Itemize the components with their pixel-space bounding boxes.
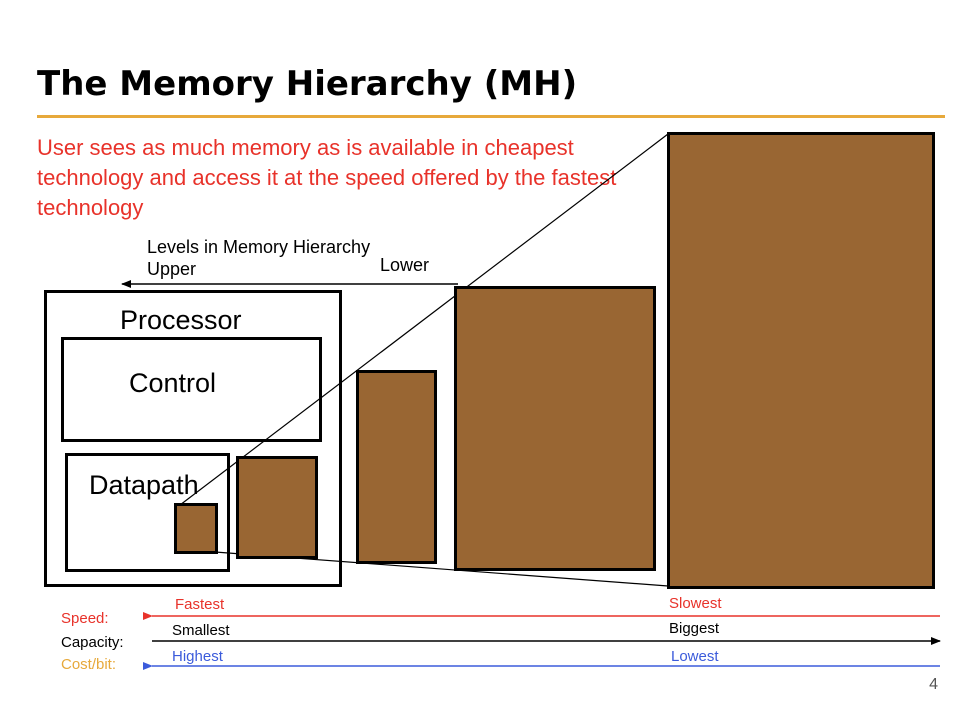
- levels-upper-label: Upper: [147, 259, 197, 279]
- control-box: [61, 337, 322, 442]
- cost-highest: Highest: [172, 648, 223, 665]
- slide-subtitle: User sees as much memory as is available…: [37, 135, 617, 220]
- cost-lowest: Lowest: [671, 648, 719, 665]
- memory-level-3: [454, 286, 656, 571]
- memory-level-registers: [174, 503, 218, 554]
- memory-level-4: [667, 132, 935, 589]
- datapath-box: [65, 453, 230, 572]
- speed-fastest: Fastest: [175, 596, 225, 613]
- processor-box: [44, 290, 342, 587]
- levels-lower-label: Lower: [380, 255, 430, 275]
- processor-label: Processor: [120, 305, 242, 335]
- speed-slowest: Slowest: [669, 595, 722, 612]
- capacity-smallest: Smallest: [172, 622, 230, 639]
- memory-level-2: [356, 370, 437, 564]
- title-rule: [37, 115, 945, 118]
- slide-title: The Memory Hierarchy (MH): [37, 64, 578, 104]
- cost-label: Cost/bit:: [61, 656, 117, 673]
- control-label: Control: [129, 368, 217, 398]
- zoom-line-top: [179, 133, 669, 506]
- capacity-biggest: Biggest: [669, 620, 720, 637]
- speed-label: Speed:: [61, 610, 109, 627]
- page-number: 4: [929, 676, 938, 693]
- capacity-label: Capacity:: [61, 634, 124, 651]
- datapath-label: Datapath: [89, 470, 199, 500]
- memory-level-1: [236, 456, 318, 559]
- levels-heading: Levels in Memory Hierarchy: [147, 237, 371, 257]
